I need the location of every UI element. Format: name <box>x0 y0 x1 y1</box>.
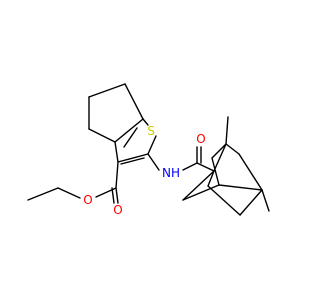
bond <box>225 143 240 155</box>
bond-double <box>111 187 115 204</box>
bond <box>211 143 227 159</box>
bond <box>114 118 144 143</box>
bond-double <box>120 157 145 165</box>
bond <box>211 157 220 186</box>
bond <box>196 162 215 172</box>
amide-oxygen-label: O <box>196 132 205 146</box>
bond <box>115 161 119 189</box>
ester-carbonyl-oxygen-label: O <box>113 203 122 217</box>
bond-methyl <box>225 116 229 145</box>
ester-oxygen-label: O <box>83 193 92 207</box>
bond-double <box>123 127 138 148</box>
bond <box>182 184 220 201</box>
bond <box>213 143 227 172</box>
bond <box>218 184 263 191</box>
bond <box>117 153 149 163</box>
bond-methyl <box>261 189 270 212</box>
bond <box>207 170 215 187</box>
bond <box>182 170 215 201</box>
bond <box>239 189 263 216</box>
bond <box>95 187 117 198</box>
bond <box>147 153 160 171</box>
bond <box>88 128 116 143</box>
sulfur-atom-label: S <box>147 124 155 138</box>
bond <box>27 187 59 201</box>
bond <box>88 83 126 98</box>
bond <box>114 141 119 163</box>
bond <box>115 187 119 204</box>
bond <box>142 118 149 126</box>
amide-nh-label: NH <box>162 166 180 180</box>
molecule-canvas: S NH O O O <box>27 83 270 217</box>
bond <box>238 153 263 191</box>
bond <box>124 83 144 120</box>
atom-labels: S NH O O O <box>83 124 205 217</box>
bond <box>207 185 241 216</box>
bond <box>57 187 81 199</box>
bond <box>147 135 157 155</box>
bond <box>182 162 198 171</box>
bond-lines <box>27 83 270 216</box>
structure-diagram: S NH O O O <box>27 83 270 217</box>
